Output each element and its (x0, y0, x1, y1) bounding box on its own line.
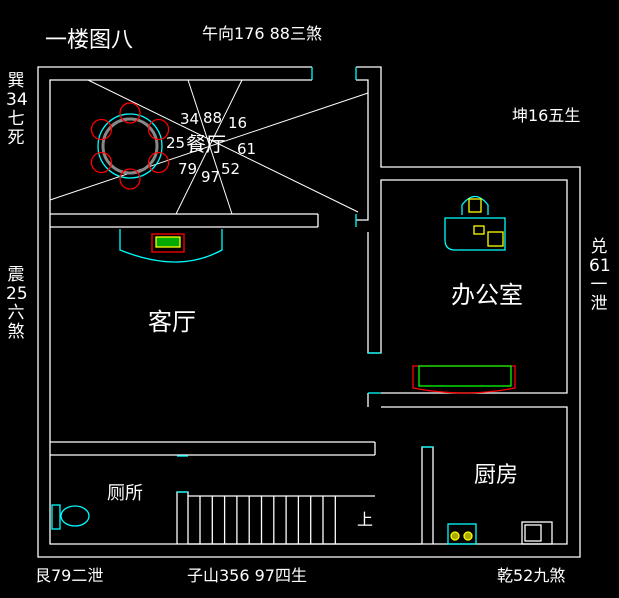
door-jambs (177, 67, 433, 493)
label-char: 兑 (590, 237, 608, 257)
dining-number: 34 (180, 110, 200, 128)
room-label-office: 办公室 (451, 281, 523, 309)
office-desk (444, 195, 506, 251)
room-label-dining: 餐厅 (186, 132, 226, 156)
label-char: 六 (7, 303, 25, 323)
label-char: 61 (589, 256, 611, 276)
stove (447, 523, 477, 545)
room-label-kitchen: 厨房 (474, 463, 519, 488)
stair-treads (199, 496, 336, 544)
round-dining-table (90, 102, 170, 190)
dining-chair (147, 118, 170, 141)
room-label-living: 客厅 (148, 308, 196, 336)
dining-chair (119, 168, 141, 190)
dining-number: 88 (203, 109, 223, 127)
dining-bagua-lines (49, 79, 369, 215)
label-char: 煞 (7, 322, 25, 342)
dining-number: 25 (166, 134, 186, 152)
dining-number: 52 (221, 160, 241, 178)
toilet (51, 504, 90, 530)
direction-top: 午向176 88三煞 (202, 24, 322, 43)
tv-cabinet (119, 229, 223, 263)
direction-bottom-mid: 子山356 97四生 (187, 566, 307, 585)
label-char: 七 (7, 109, 25, 129)
label-char: 震 (7, 265, 25, 285)
stairs-up-label: 上 (357, 510, 374, 529)
dining-number: 97 (201, 168, 221, 186)
dining-chair (147, 151, 170, 174)
planter (412, 365, 516, 394)
label-char: 巽 (7, 71, 25, 91)
room-label-toilet: 厕所 (107, 483, 143, 504)
label-char: 死 (7, 128, 25, 148)
dining-number: 79 (178, 160, 198, 178)
label-char: 25 (6, 284, 28, 304)
dining-chair (119, 102, 141, 124)
direction-bottom-right: 乾52九煞 (497, 566, 566, 585)
dining-number: 16 (228, 114, 248, 132)
direction-top-right: 坤16五生 (512, 106, 581, 125)
label-char: 34 (6, 90, 28, 110)
direction-bottom-left: 艮79二泄 (35, 566, 104, 585)
dining-chair (90, 151, 113, 174)
dining-number: 61 (237, 140, 257, 158)
drawing-title: 一楼图八 (45, 28, 134, 53)
dining-chair (90, 118, 113, 141)
label-char: 泄 (590, 294, 608, 314)
label-char: 一 (590, 275, 608, 295)
sink (521, 521, 553, 545)
